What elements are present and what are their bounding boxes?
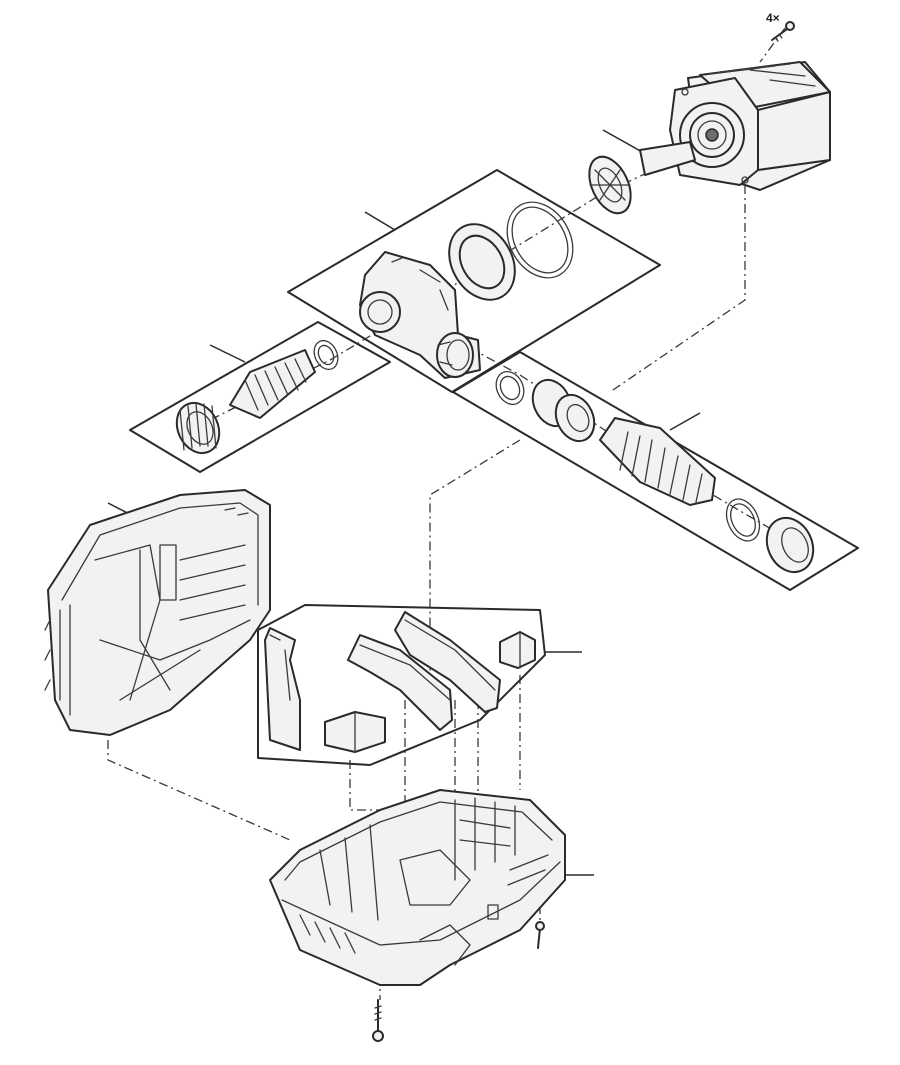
- base-screw-right: [535, 921, 545, 949]
- upper-housing-shell: [44, 489, 271, 736]
- motor-unit: [669, 61, 831, 191]
- screw-quantity-label: 4×: [766, 11, 780, 25]
- left-hose-panel: [129, 321, 391, 473]
- lower-base-tray: [269, 789, 566, 986]
- mounting-inserts-panel: [257, 604, 546, 766]
- base-screw-bottom: [372, 999, 384, 1042]
- impeller-assembly: [588, 141, 696, 215]
- motor-screw: [771, 21, 795, 42]
- pump-housing-panel: [287, 169, 661, 393]
- right-hose-panel: [452, 351, 859, 591]
